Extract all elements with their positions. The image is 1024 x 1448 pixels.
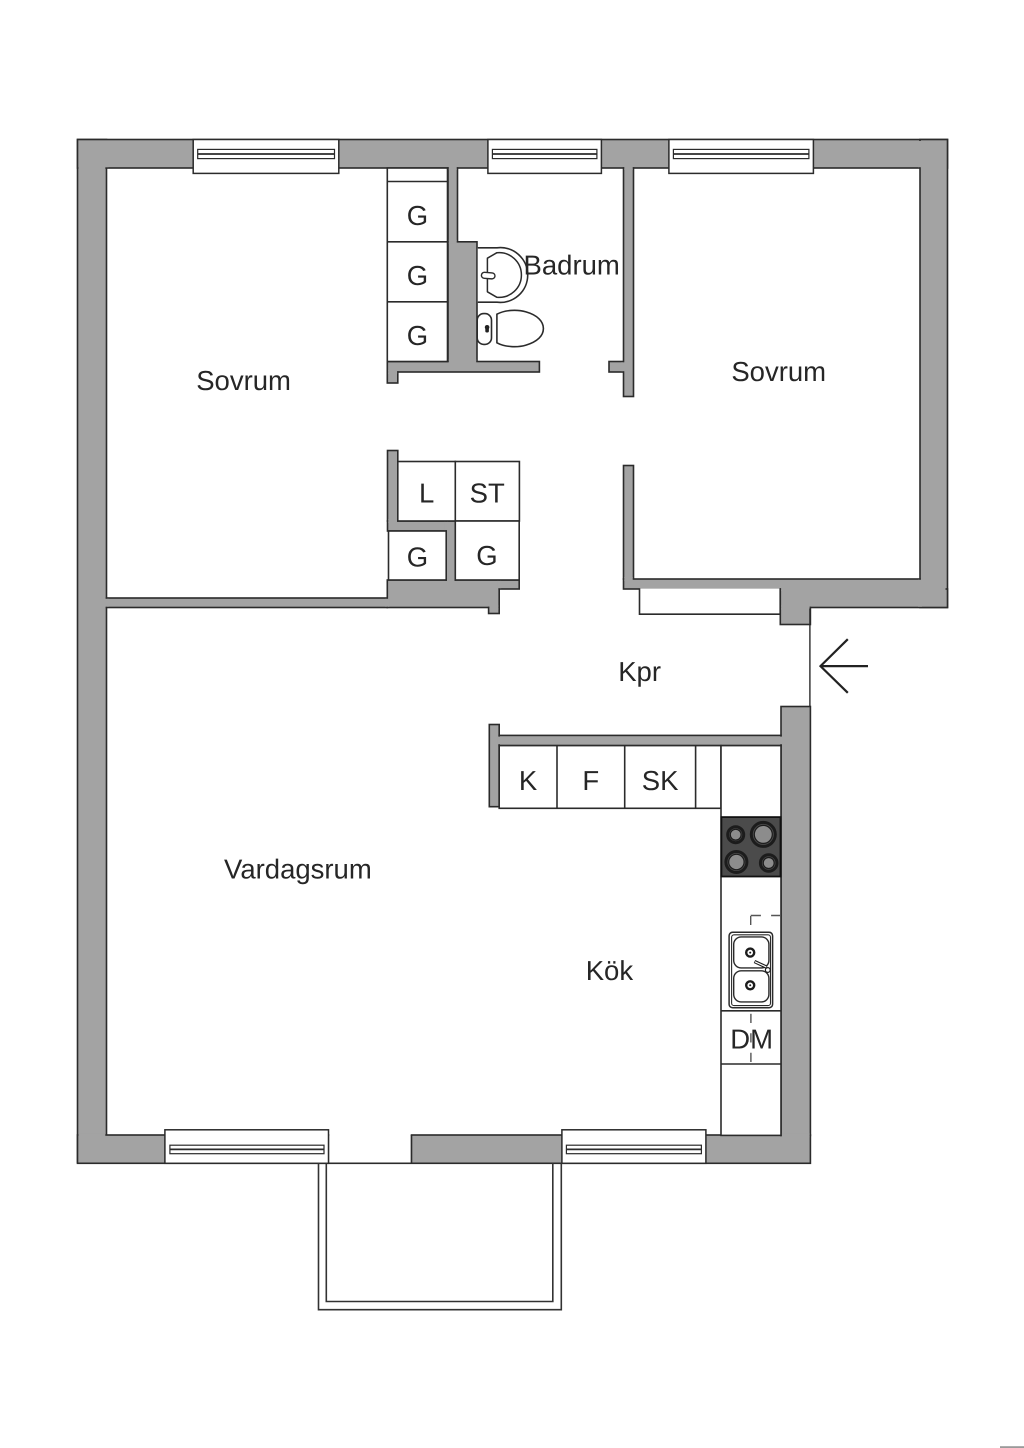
svg-text:K: K [519,765,538,796]
svg-text:SK: SK [642,765,679,796]
svg-text:Sovrum: Sovrum [196,365,291,396]
svg-text:ST: ST [470,478,505,509]
svg-text:G: G [476,540,497,571]
svg-text:G: G [407,260,428,291]
svg-text:G: G [407,200,428,231]
svg-text:G: G [407,541,428,572]
svg-text:Kpr: Kpr [618,656,661,687]
svg-text:Vardagsrum: Vardagsrum [224,854,372,885]
svg-text:Kök: Kök [586,955,634,986]
svg-text:G: G [407,320,428,351]
svg-text:DM: DM [730,1024,773,1055]
svg-text:Badrum: Badrum [524,249,620,280]
svg-text:F: F [582,765,599,796]
svg-text:Sovrum: Sovrum [731,356,826,387]
svg-text:L: L [419,478,434,509]
